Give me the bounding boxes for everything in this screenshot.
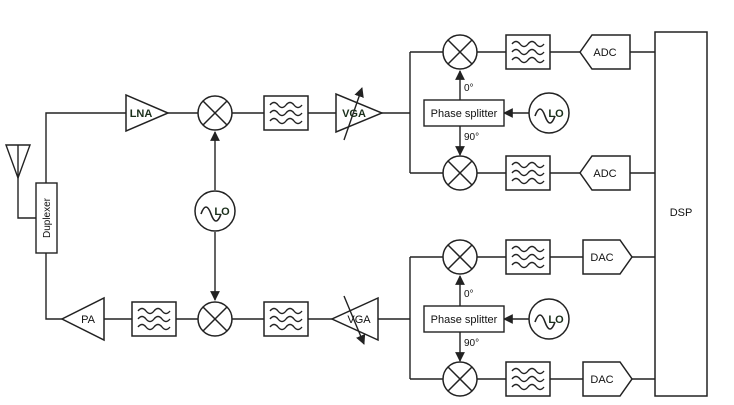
tx-vga-amplifier: VGA [330,295,379,345]
rx-q-mixer-icon [442,155,478,191]
rx-filter-icon [263,95,309,131]
rx-vga-label: VGA [342,108,366,120]
pa-label: PA [81,314,96,326]
rx-vga-amplifier: VGA [335,87,384,141]
dac-bottom-block: DAC [582,361,633,397]
rx-mixer-icon [197,95,233,131]
center-lo-label: LO [214,206,230,218]
rx-lo-label: LO [548,108,564,120]
tx-i-mixer-icon [442,239,478,275]
rx-i-filter-icon [505,34,551,70]
rx-phase-splitter: Phase splitter [423,99,505,127]
duplexer-label: Duplexer [42,197,53,238]
rx-phase-splitter-label: Phase splitter [431,108,498,120]
adc-top-label: ADC [593,47,616,59]
tx-filter-icon [263,301,309,337]
rx-q-filter-icon [505,155,551,191]
tx-lo-oscillator: LO [528,298,570,340]
tx-mixer-icon [197,301,233,337]
rx-i-mixer-icon [442,34,478,70]
tx-q-mixer-icon [442,361,478,397]
tx-output-filter-icon [131,301,177,337]
adc-top-block: ADC [579,34,631,70]
rx-90deg-label: 90° [464,132,479,143]
rx-splitter-arrows [455,70,530,156]
dac-top-block: DAC [582,239,633,275]
dsp-label: DSP [670,207,693,219]
tx-phase-splitter-label: Phase splitter [431,314,498,326]
pa-amplifier: PA [60,296,105,342]
tx-lo-label: LO [548,314,564,326]
tx-90deg-label: 90° [464,338,479,349]
dac-top-label: DAC [590,252,613,264]
rx-0deg-label: 0° [464,83,474,94]
lna-amplifier: LNA [125,93,170,133]
tx-splitter-arrows [455,275,530,362]
tx-i-filter-icon [505,239,551,275]
dac-bottom-label: DAC [590,374,613,386]
wires [17,51,655,380]
rx-lo-oscillator: LO [528,92,570,134]
adc-bottom-label: ADC [593,168,616,180]
tx-phase-splitter: Phase splitter [423,305,505,333]
tx-vga-label: VGA [347,314,371,326]
tx-q-filter-icon [505,361,551,397]
antenna-icon [5,144,31,181]
adc-bottom-block: ADC [579,155,631,191]
lna-label: LNA [130,108,153,120]
center-lo-oscillator: LO [194,190,236,232]
duplexer-block: Duplexer [35,182,58,254]
tx-0deg-label: 0° [464,289,474,300]
dsp-block: DSP [654,31,708,397]
